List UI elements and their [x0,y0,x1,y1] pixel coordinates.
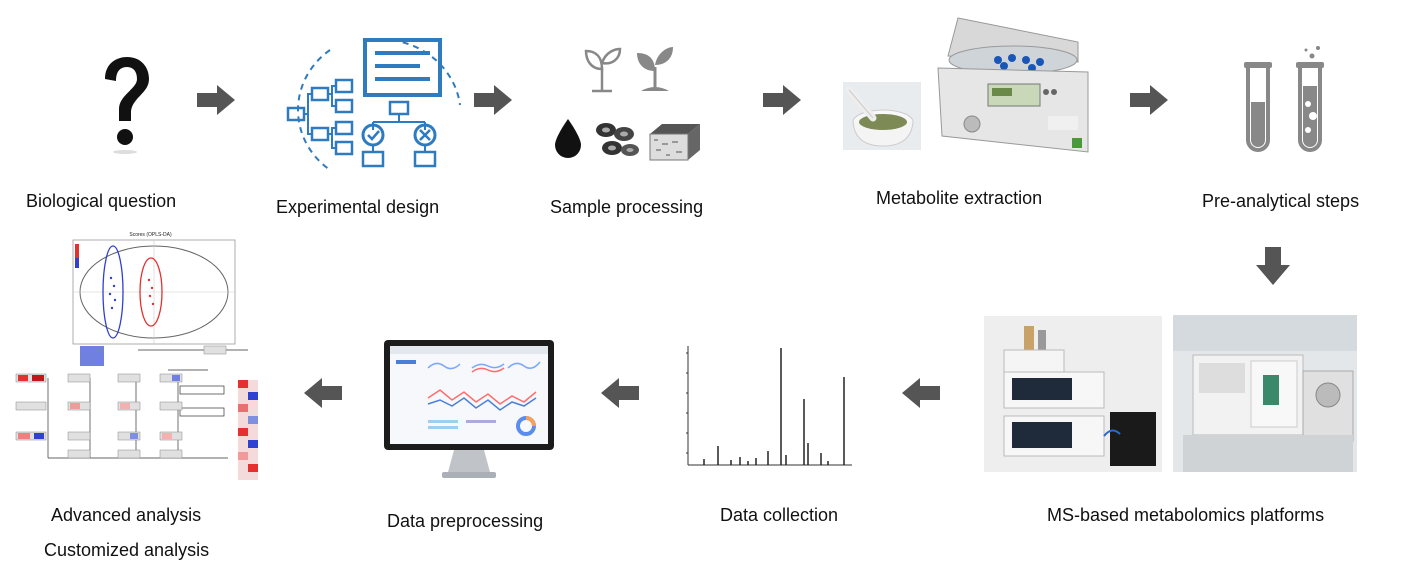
step-data-preprocessing: Data preprocessing [387,511,544,531]
arrow-left-icon [601,378,639,408]
pathway-heatmap-diagram [15,345,258,480]
seeds-icon [596,123,639,156]
arrow-right-icon [474,85,512,115]
arrow-right-icon [1130,85,1168,115]
arrow-right-icon [763,85,801,115]
mass-spectrum-chart [686,346,852,466]
experimental-design-icon [286,38,461,171]
step-customized-analysis: Customized analysis [44,540,210,560]
plant-icon [637,47,673,91]
step-biological-question: Biological question [26,191,177,211]
seedling-icon [584,47,622,93]
mortar-pestle-photo [843,82,921,150]
arrow-left-icon [304,378,342,408]
step-experimental-design: Experimental design [276,197,440,217]
scores-plot: Scores (OPLS-DA) [63,232,238,347]
scores-plot-title: Scores (OPLS-DA) [129,232,172,238]
question-mark-icon [105,57,149,154]
drop-icon [555,119,581,158]
step-sample-processing: Sample processing [550,197,704,217]
arrow-right-icon [197,85,235,115]
step-data-collection: Data collection [720,505,839,525]
centrifuge-photo [937,17,1089,153]
lc-ms-instrument-photo [984,316,1162,472]
arrow-down-icon [1256,247,1290,285]
test-tubes-icon [1244,46,1324,152]
gc-ms-instrument-photo [1173,315,1357,472]
monitor-dashboard-icon [384,340,554,478]
arrow-left-icon [902,378,940,408]
step-metabolite-extraction: Metabolite extraction [876,188,1043,208]
step-advanced-analysis: Advanced analysis [51,505,202,525]
step-ms-platforms: MS-based metabolomics platforms [1047,505,1325,525]
tissue-block-icon [649,124,700,161]
step-pre-analytical: Pre-analytical steps [1202,191,1360,211]
